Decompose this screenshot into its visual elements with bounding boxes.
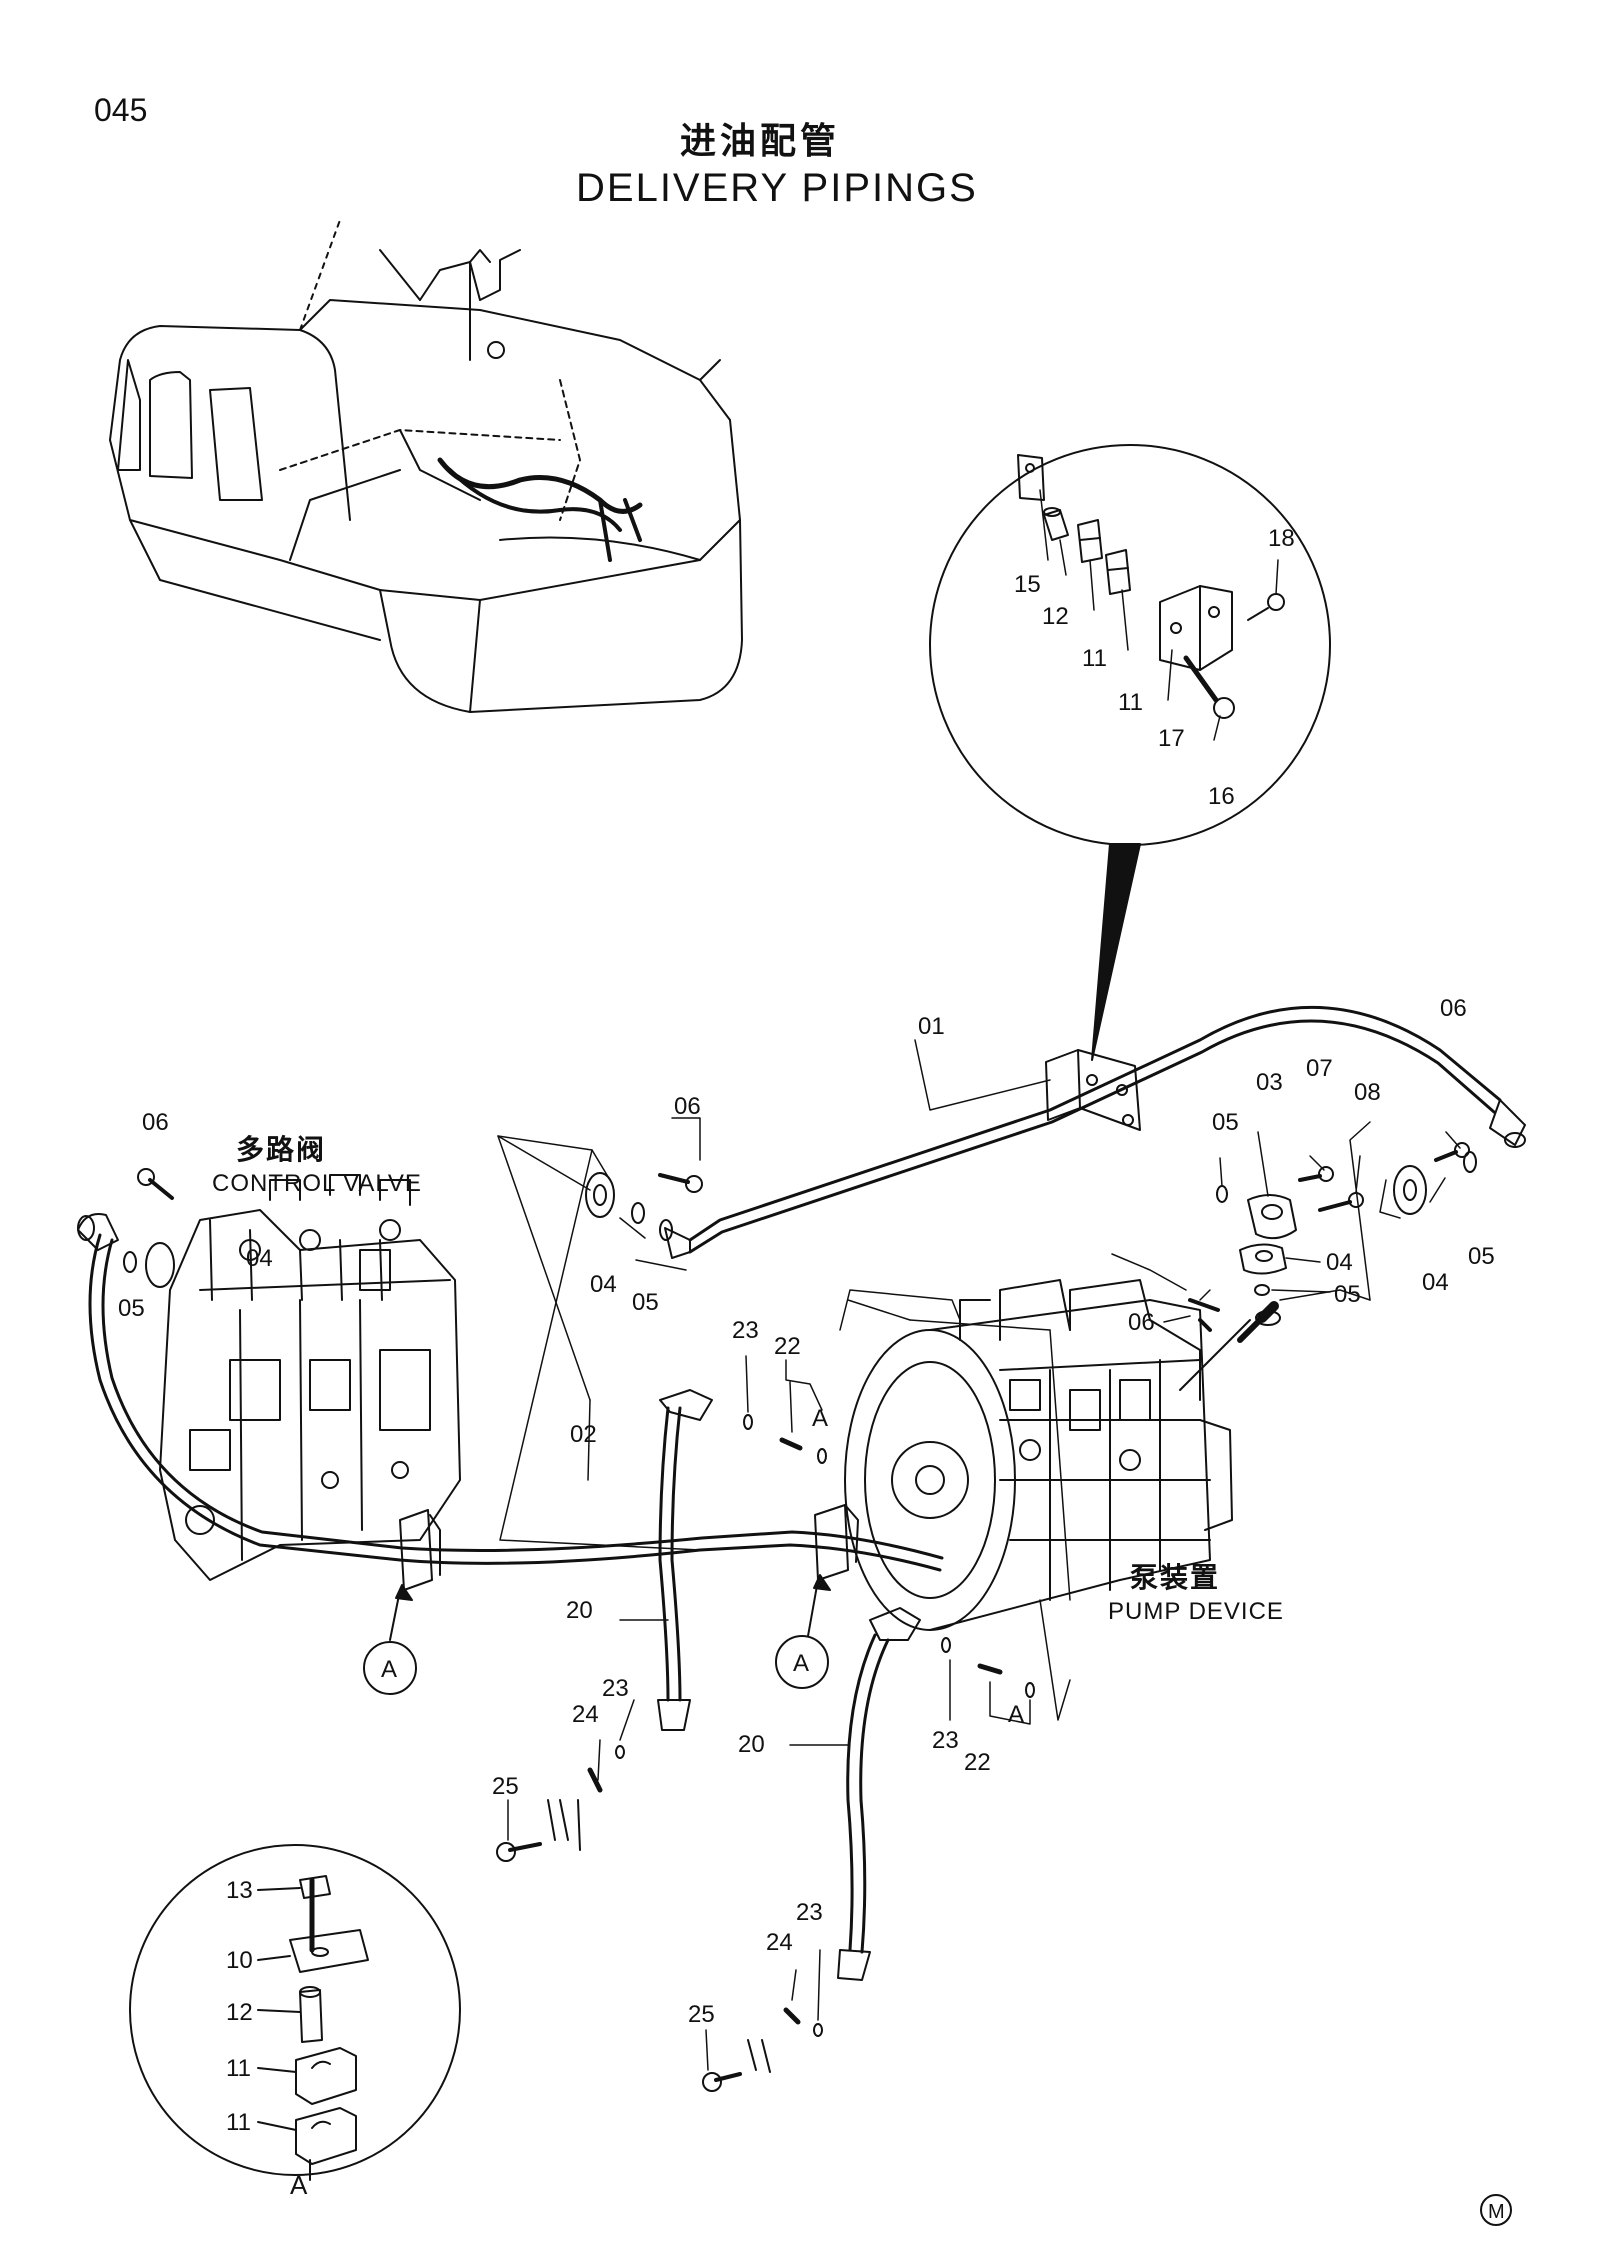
callout-22-lower: 22 (964, 1749, 991, 1776)
callout-04-pump-right: 04 (1422, 1269, 1449, 1296)
callout-10: 10 (226, 1947, 253, 1974)
callout-11-detail-top-a: 11 (1082, 645, 1107, 672)
callout-03: 03 (1256, 1069, 1283, 1096)
callout-05-pump-right: 05 (1468, 1243, 1495, 1270)
callout-12-detail-a: 12 (226, 1999, 253, 2026)
callout-05-control-valve: 05 (632, 1289, 659, 1316)
excavator-overview-illustration (109, 219, 743, 713)
callout-05-pump: 05 (1334, 1281, 1361, 1308)
callout-02: 02 (570, 1421, 597, 1448)
callout-23-hose-upper: 23 (602, 1675, 629, 1702)
pump-device-illustration (844, 1279, 1281, 1631)
callout-25-upper: 25 (492, 1773, 519, 1800)
callout-01: 01 (918, 1013, 945, 1040)
section-markers (363, 1574, 831, 1695)
callout-04-control-valve: 04 (590, 1271, 617, 1298)
callout-06-pump-right: 06 (1440, 995, 1467, 1022)
callout-20-lower: 20 (738, 1731, 765, 1758)
marker-a-left: A (381, 1656, 397, 1683)
control-valve-illustration (159, 1174, 461, 1581)
pump-device-label-english: PUMP DEVICE (1108, 1598, 1284, 1625)
callout-04-pump: 04 (1326, 1249, 1353, 1276)
callout-07: 07 (1306, 1055, 1333, 1082)
callout-24-upper: 24 (572, 1701, 599, 1728)
callout-13: 13 (226, 1877, 253, 1904)
mark-letter: M (1488, 2201, 1505, 2223)
callout-17: 17 (1158, 725, 1185, 752)
callout-08: 08 (1354, 1079, 1381, 1106)
hose-20-lower (837, 1607, 921, 1981)
page-title-chinese: 进油配管 (680, 120, 841, 161)
hose-01 (659, 1005, 1526, 1259)
callout-11-detail-a-lower: 11 (226, 2109, 251, 2136)
callout-23-hose-lower: 23 (796, 1899, 823, 1926)
callout-22-upper: 22 (774, 1333, 801, 1360)
callout-11-detail-a-upper: 11 (226, 2055, 251, 2082)
detail-circle-a (129, 1844, 461, 2181)
detail-a-label: A (290, 2170, 308, 2200)
callout-23-upper: 23 (732, 1317, 759, 1344)
callout-25-lower: 25 (688, 2001, 715, 2028)
leader-lines (497, 489, 1461, 2071)
callout-16: 16 (1208, 783, 1235, 810)
callout-20-upper: 20 (566, 1597, 593, 1624)
callout-a-upper: A (812, 1405, 828, 1432)
callout-11-detail-top-b: 11 (1118, 689, 1143, 716)
callout-a-lower: A (1008, 1701, 1024, 1728)
hose-02 (77, 1213, 944, 1591)
control-valve-label-english: CONTROL VALVE (212, 1170, 422, 1197)
callout-04-valve-left: 04 (246, 1245, 273, 1272)
copyright-mark (1480, 2194, 1512, 2226)
callout-18: 18 (1268, 525, 1295, 552)
callout-06-pump: 06 (1128, 1309, 1155, 1336)
hose-20-upper (657, 1389, 713, 1731)
page-title-english: DELIVERY PIPINGS (576, 166, 978, 210)
callout-15: 15 (1014, 571, 1041, 598)
callout-23-lower: 23 (932, 1727, 959, 1754)
callout-24-lower: 24 (766, 1929, 793, 1956)
page-number: 045 (94, 92, 148, 128)
callout-05-pump-top: 05 (1212, 1109, 1239, 1136)
control-valve-label-chinese: 多路阀 (236, 1134, 327, 1165)
callout-05-valve-left: 05 (118, 1295, 145, 1322)
callout-06-control-valve: 06 (674, 1093, 701, 1120)
marker-a-right: A (793, 1650, 809, 1677)
detail-circle-bracket-assembly (929, 444, 1331, 1061)
callout-06-valve-left: 06 (142, 1109, 169, 1136)
callout-12-detail-top: 12 (1042, 603, 1069, 630)
